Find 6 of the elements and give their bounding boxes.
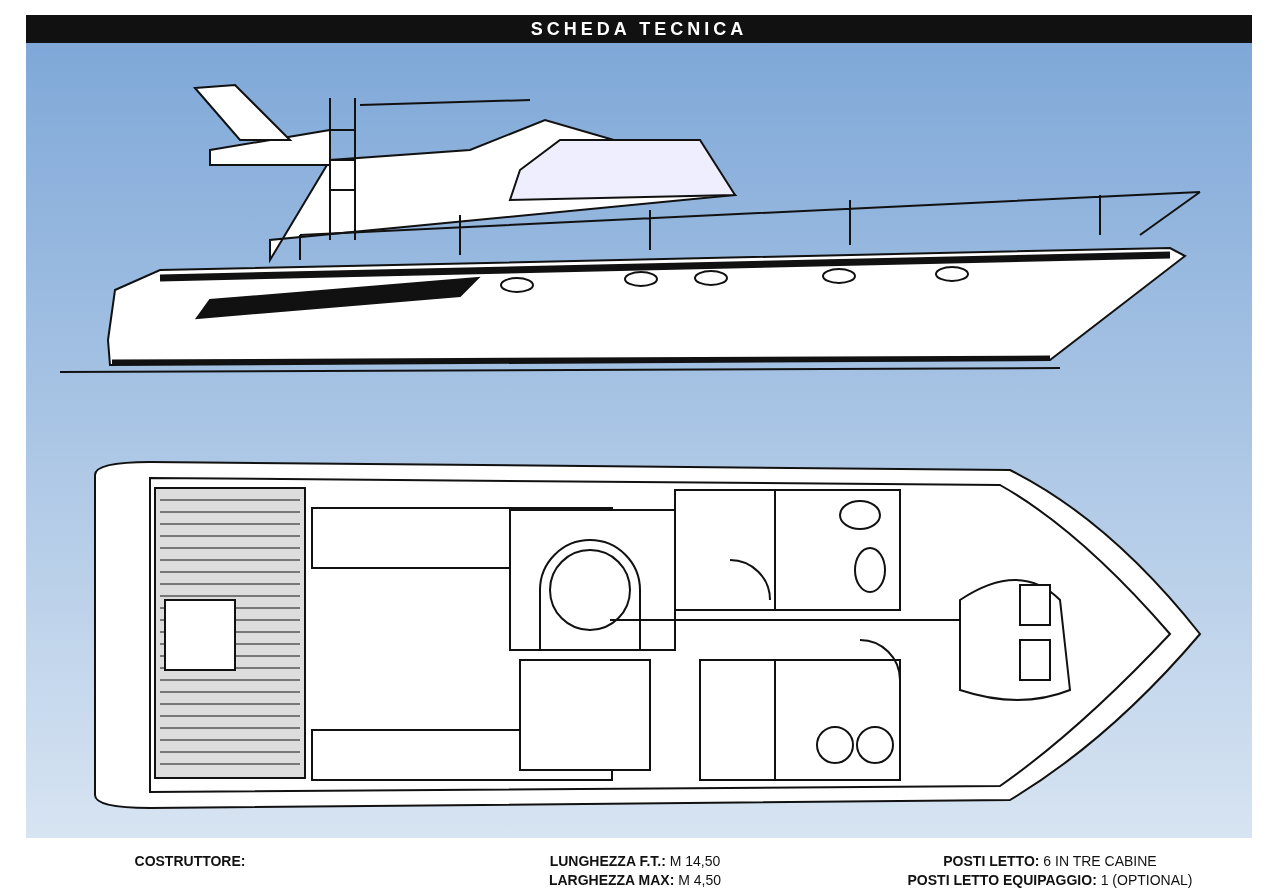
spec-text: LARGHEZZA MAX: M 4,50 — [547, 872, 723, 888]
spec-text: LUNGHEZZA F.T.: M 14,50 — [548, 853, 722, 869]
spec-text: POSTI LETTO: 6 IN TRE CABINE — [942, 853, 1158, 869]
title: SCHEDA TECNICA — [529, 19, 749, 40]
spec-text: POSTI LETTO EQUIPAGGIO: 1 (OPTIONAL) — [906, 872, 1194, 888]
spec-label: COSTRUTTORE: — [133, 853, 247, 869]
